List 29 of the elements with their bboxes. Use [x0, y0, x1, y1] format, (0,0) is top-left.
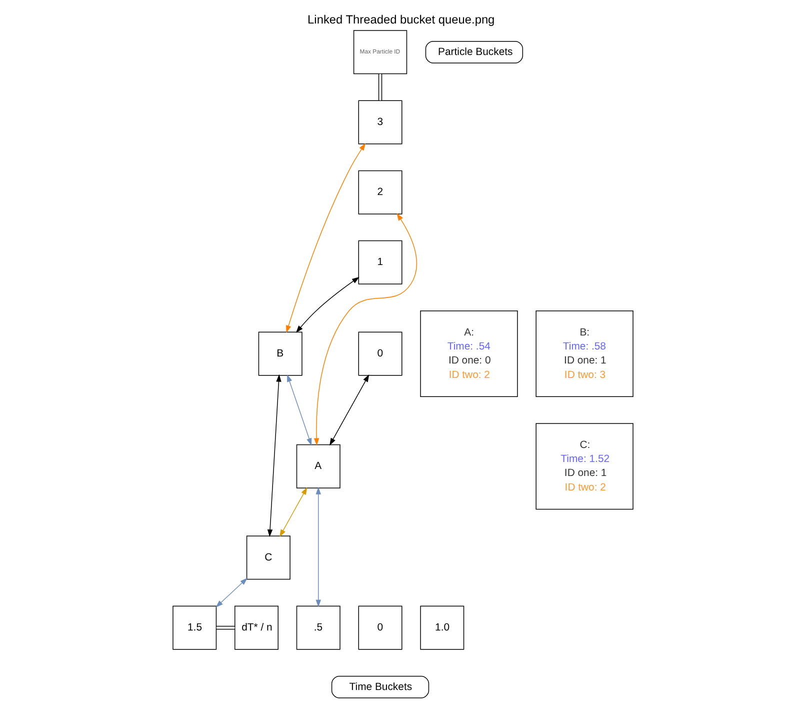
node-box: B: [258, 332, 302, 376]
arrow: [215, 578, 247, 608]
arrow: [315, 486, 320, 608]
arrow: [266, 374, 281, 537]
node-box: 0: [358, 332, 402, 376]
arrow: [286, 374, 312, 446]
node-box: A: [296, 444, 340, 488]
node-box: 0: [358, 606, 402, 650]
node-box: dT* / n: [234, 606, 278, 650]
connector: [215, 626, 235, 630]
node-box: C: [246, 536, 290, 580]
node-box: Time Buckets: [330, 676, 429, 698]
node-box: 1.5: [172, 606, 216, 650]
arrow: [329, 374, 369, 446]
node-box: A: Time: .54 ID one: 0 ID two: 2: [420, 310, 518, 397]
node-box: 1.0: [420, 606, 464, 650]
node-box: 2: [358, 170, 402, 214]
connector: [378, 73, 382, 101]
node-box: B: Time: .58 ID one: 1 ID two: 3: [535, 310, 633, 397]
node-box: .5: [296, 606, 340, 650]
arrow: [313, 213, 417, 446]
node-box: Particle Buckets: [424, 40, 523, 64]
diagram-title: Linked Threaded bucket queue.png: [307, 12, 494, 27]
node-box: 1: [358, 240, 402, 284]
node-box: C: Time: 1.52 ID one: 1 ID two: 2: [535, 423, 633, 510]
arrow: [286, 143, 366, 333]
arrow: [295, 276, 359, 333]
arrow: [279, 487, 307, 537]
node-box: 3: [358, 100, 402, 144]
